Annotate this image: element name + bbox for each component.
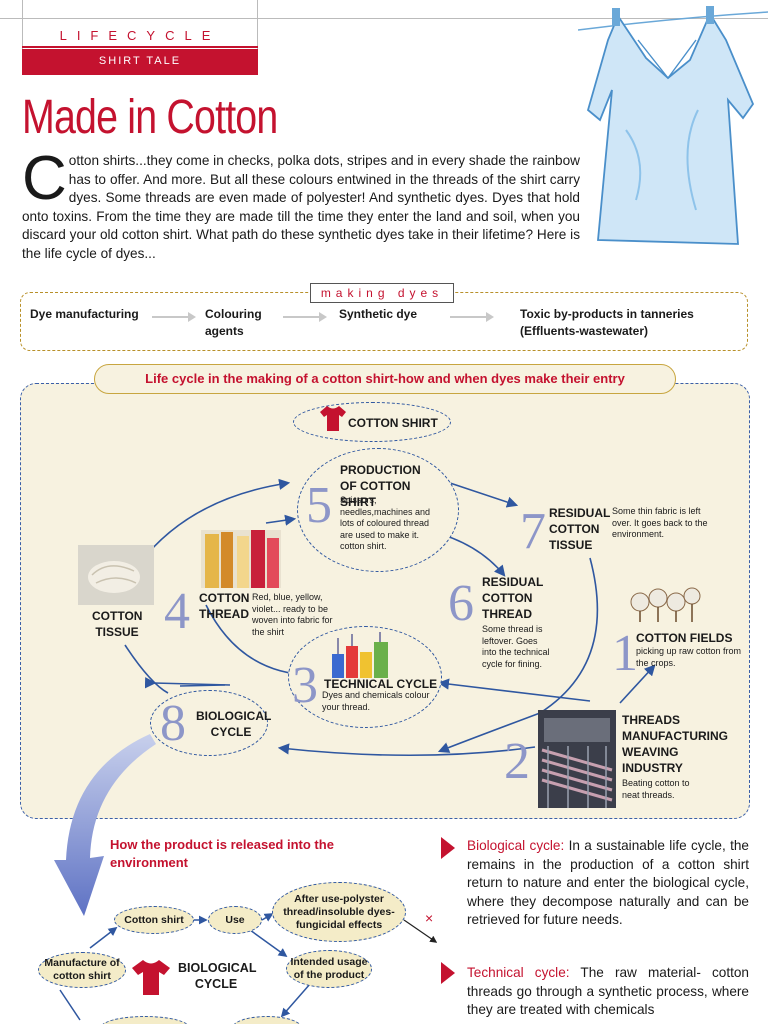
weaving-industry-photo	[538, 710, 616, 808]
stage-number: 6	[448, 575, 474, 632]
stage-number: 7	[520, 503, 546, 560]
x-mark-icon: ×	[425, 910, 434, 926]
stage-title: COTTON THREAD	[199, 591, 250, 621]
cotton-field-photo	[628, 586, 702, 622]
arrow-right-icon	[450, 312, 494, 322]
stage-title: TECHNICAL CYCLE	[324, 677, 438, 691]
dye-chemicals-photo	[328, 632, 392, 678]
release-title: How the product is released into the env…	[110, 837, 334, 870]
biological-cycle-label: BIOLOGICAL CYCLE	[178, 961, 257, 991]
shirt-icon	[320, 406, 346, 431]
technical-cycle-paragraph: Technical cycle: The raw material- cotto…	[467, 964, 749, 1024]
intro-text: otton shirts...they come in checks, polk…	[22, 153, 580, 261]
dye-step-4: Toxic by-products in tanneries (Effluent…	[520, 307, 694, 338]
para-label: Technical cycle:	[467, 965, 570, 980]
stage-title: COTTON FIELDS	[636, 631, 733, 645]
bullet-triangle-icon	[441, 962, 455, 984]
stage-number: 5	[306, 477, 332, 534]
stage-title: THREADS MANUFACTURING WEAVING INDUSTRY	[622, 713, 728, 775]
cycle-arrows	[124, 478, 656, 757]
stage-title: RESIDUAL COTTON TISSUE	[549, 506, 611, 552]
stage-desc: Some thread is leftover. Goes into the t…	[482, 624, 550, 669]
making-dyes-tag: making dyes	[310, 283, 454, 303]
stage-number: 3	[292, 657, 318, 714]
stage-desc: Beating cotton to neat threads.	[622, 778, 690, 800]
bullet-triangle-icon	[441, 837, 455, 859]
stage-number: 2	[504, 733, 530, 790]
stage-number: 4	[164, 583, 190, 640]
stage-number: 1	[612, 625, 638, 682]
stage-desc: Scissors, needles,machines and lots of c…	[340, 495, 431, 551]
stage-title: BIOLOGICAL CYCLE	[196, 709, 272, 739]
stage-desc: Dyes and chemicals colour your thread.	[322, 690, 430, 712]
stage-5-node	[297, 448, 459, 572]
use-pill: Use	[208, 906, 262, 934]
stage-desc: Red, blue, yellow, violet... ready to be…	[252, 592, 333, 637]
release-connectors	[59, 913, 438, 1021]
biological-cycle-paragraph: Biological cycle: In a sustainable life …	[467, 837, 749, 930]
para-text: In a sustainable life cycle, the remains…	[467, 838, 749, 928]
cycle-banner: Life cycle in the making of a cotton shi…	[94, 364, 676, 394]
arrow-right-icon	[152, 312, 196, 322]
section-label: SHIRT TALE	[22, 49, 258, 75]
hanging-dress-illustration	[578, 6, 768, 245]
after-use-pill: After use-polyster thread/insoluble dyes…	[272, 882, 406, 942]
series-label: LIFECYCLE	[59, 28, 221, 43]
cotton-thread-photo	[201, 530, 281, 588]
stage-title: PRODUCTION OF COTTON SHIRT	[340, 463, 421, 509]
dye-step-2: Colouring agents	[205, 307, 262, 338]
stage-number: 8	[160, 695, 186, 752]
header-divider	[22, 46, 258, 48]
cotton-shirt-pill: Cotton shirt	[114, 906, 194, 934]
stage-desc: Some thin fabric is left over. It goes b…	[612, 506, 708, 539]
para-label: Biological cycle:	[467, 838, 565, 853]
page-title: Made in Cotton	[22, 91, 278, 144]
stage-8-node	[150, 690, 268, 756]
para-text: The raw material- cotton threads go thro…	[467, 965, 749, 1018]
drop-cap: C	[22, 144, 67, 213]
stage-desc: picking up raw cotton from the crops.	[636, 646, 742, 668]
top-rule	[0, 18, 768, 19]
cotton-tissue-label: COTTON TISSUE	[92, 609, 143, 639]
intended-usage-pill: Intended usage of the product	[286, 950, 372, 988]
cotton-tissue-photo	[78, 545, 154, 605]
shirt-icon	[132, 960, 170, 995]
stage-title: RESIDUAL COTTON THREAD	[482, 575, 544, 621]
release-arrow	[54, 734, 156, 916]
manufacture-pill: Manufacture of cotton shirt	[38, 952, 126, 988]
dye-step-1: Dye manufacturing	[30, 307, 139, 321]
cotton-shirt-node	[293, 402, 451, 442]
cotton-shirt-label: COTTON SHIRT	[348, 416, 438, 430]
arrow-right-icon	[283, 312, 327, 322]
header-box	[22, 0, 258, 75]
dye-step-3: Synthetic dye	[339, 307, 418, 321]
